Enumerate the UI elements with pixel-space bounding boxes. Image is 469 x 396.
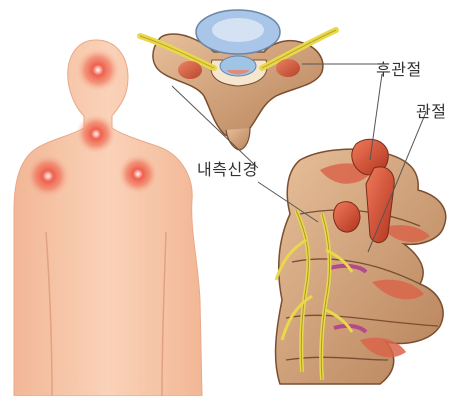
spine-column bbox=[276, 139, 446, 384]
pain-spot-neck bbox=[76, 114, 116, 154]
label-medial-branch-nerve: 내측신경 bbox=[197, 156, 258, 180]
human-back-figure bbox=[14, 40, 202, 396]
pain-spot-head bbox=[76, 48, 120, 92]
label-posterior-facet-joint: 후관절 bbox=[376, 56, 422, 80]
label-joint: 관절 bbox=[416, 98, 446, 122]
pain-spot-right-shoulder bbox=[118, 154, 158, 194]
facet-joint-lower bbox=[334, 202, 361, 232]
pain-spot-left-shoulder bbox=[26, 154, 70, 198]
vertebra-cross-section bbox=[140, 10, 336, 150]
